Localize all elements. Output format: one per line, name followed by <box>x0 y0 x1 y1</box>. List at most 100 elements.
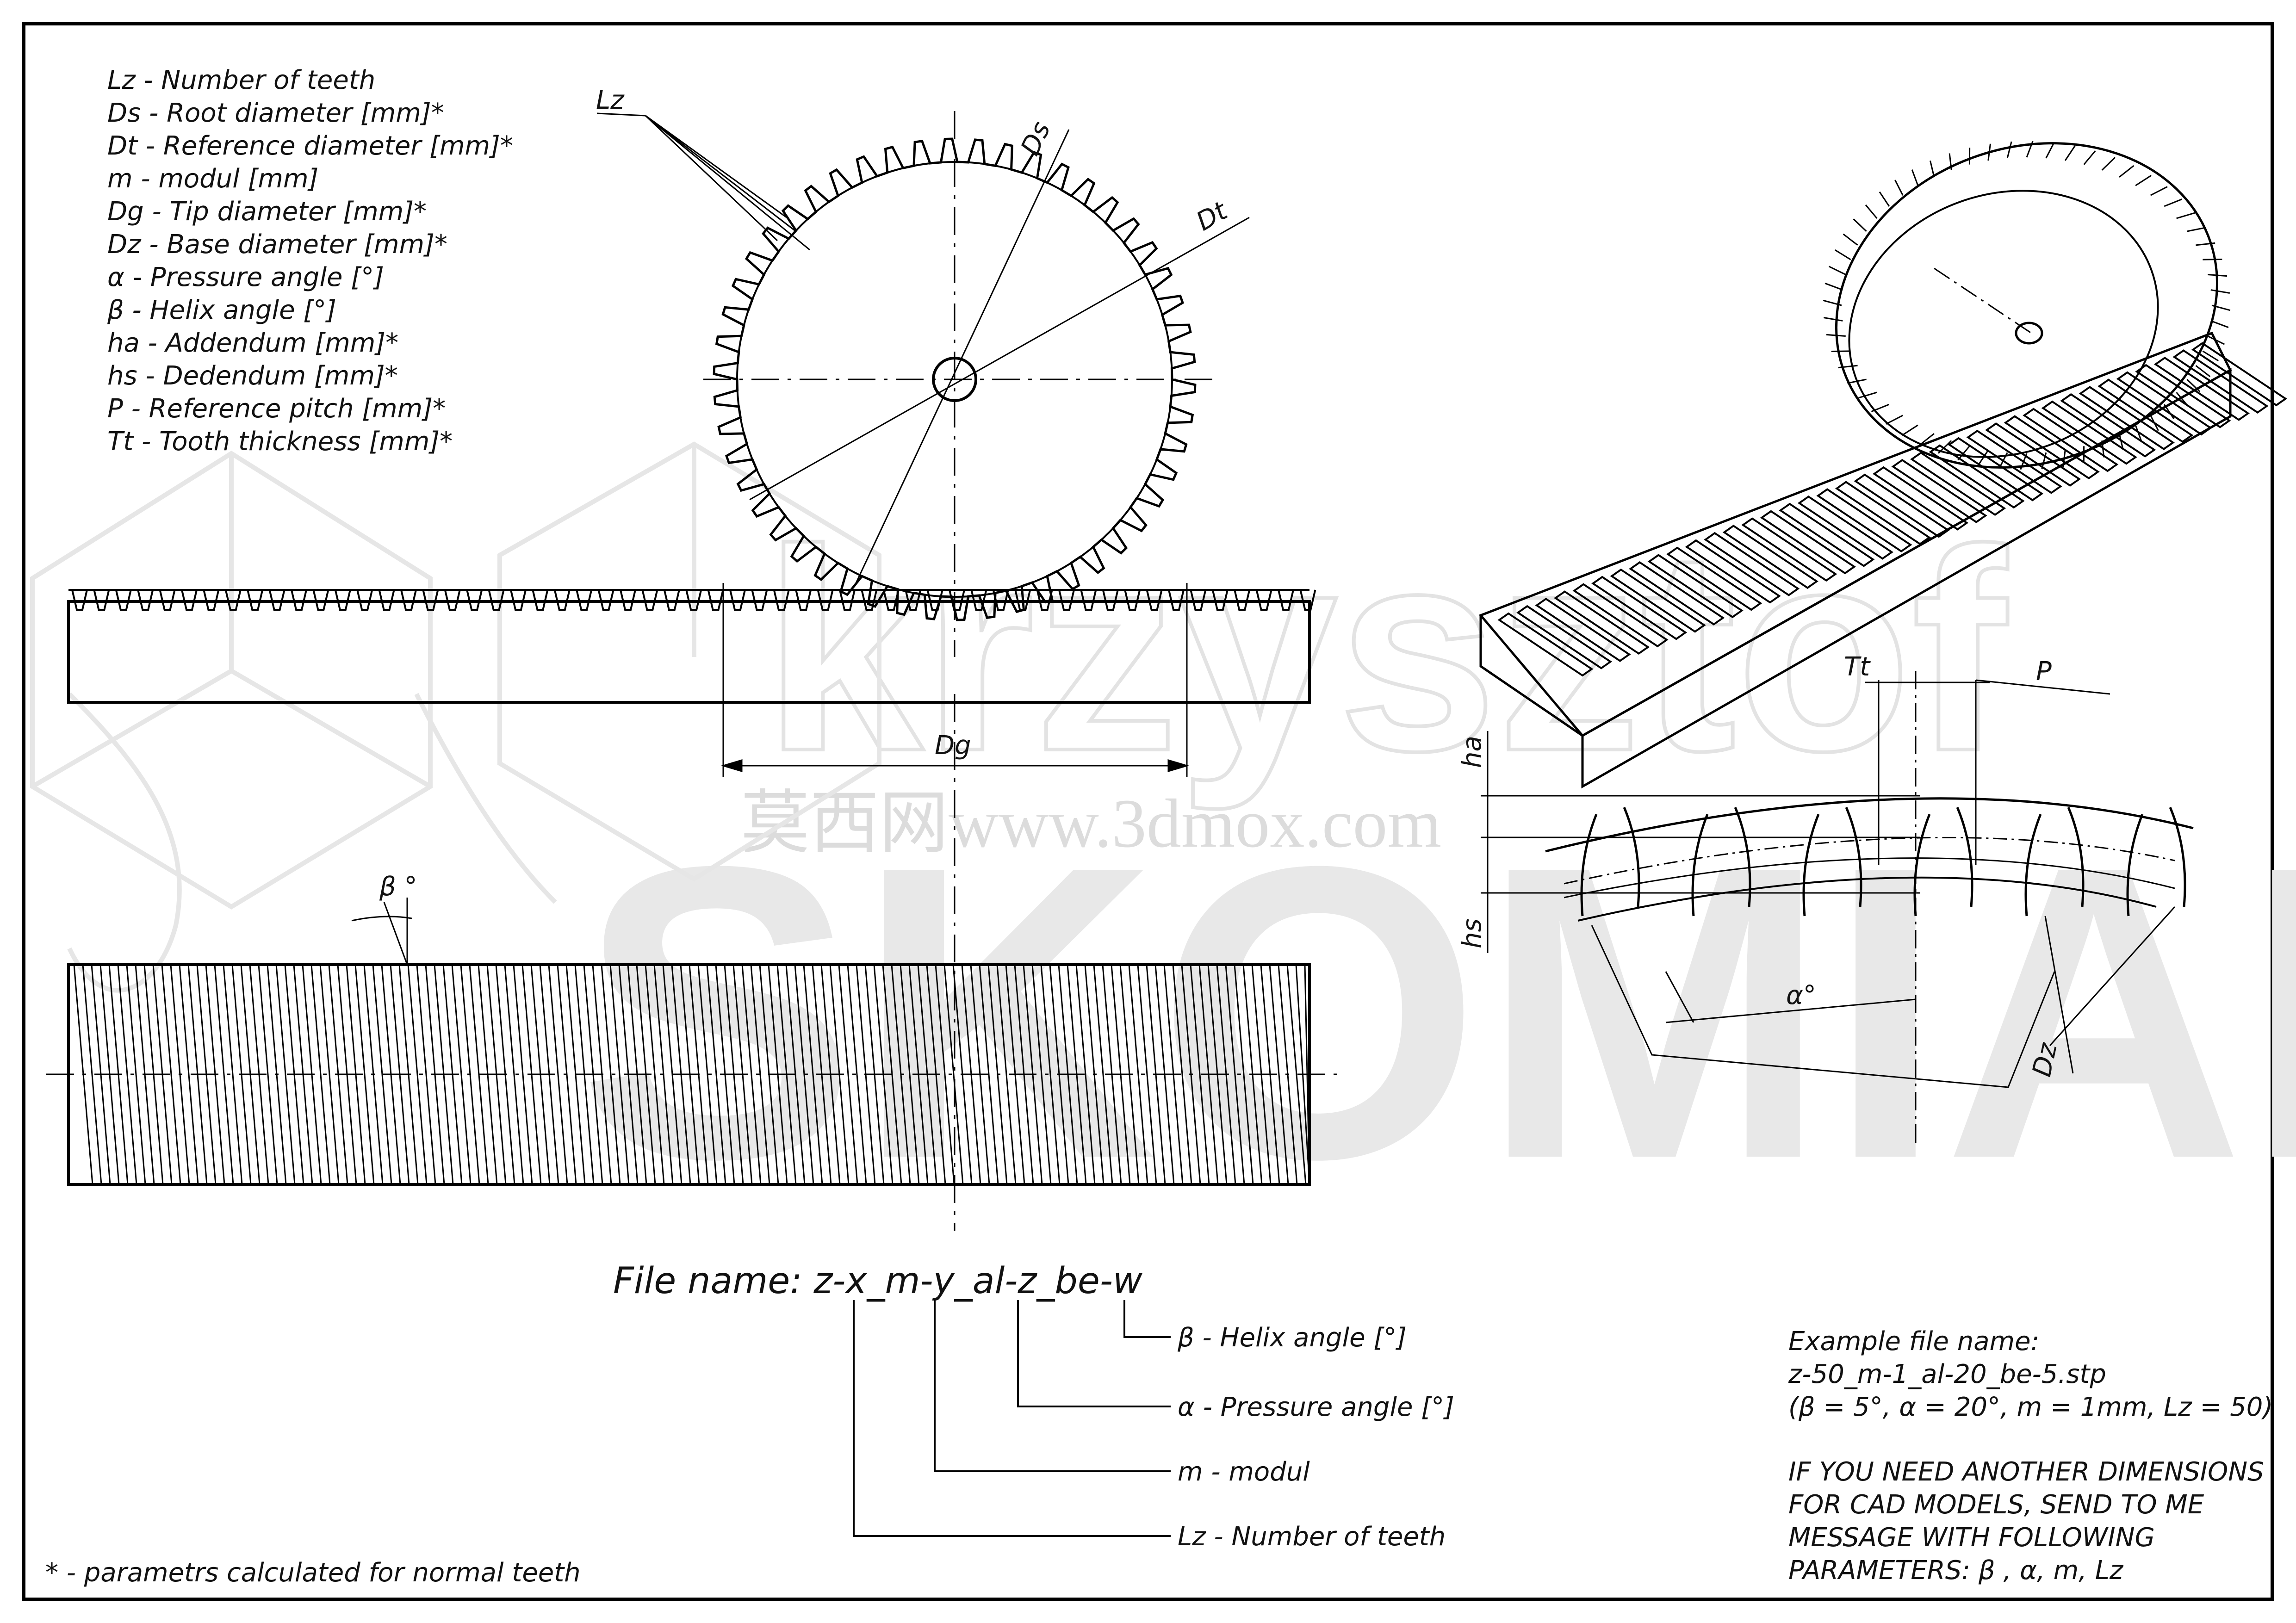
helix-line <box>1172 964 1192 1185</box>
iso-gear-tooth <box>1987 143 1991 161</box>
iso-gear-tooth <box>2083 150 2096 165</box>
helix-line <box>609 964 630 1185</box>
legend-item: α - Pressure angle [°] <box>107 262 384 292</box>
helix-line <box>943 964 964 1185</box>
iso-gear-tooth <box>2196 242 2215 246</box>
helix-line <box>372 964 392 1185</box>
iso-rack-tooth <box>1797 495 1893 560</box>
helix-line <box>706 964 726 1185</box>
helix-line <box>214 964 234 1185</box>
helix-line <box>179 964 199 1185</box>
iso-gear-tooth <box>1957 446 1970 461</box>
helix-line <box>469 964 489 1185</box>
iso-rack-tooth <box>1647 554 1744 619</box>
iso-gear-tooth <box>1824 282 1843 291</box>
helix-line <box>645 964 665 1185</box>
file-name-title: File name: z-x_m-y_al-z_be-w <box>613 1260 1142 1302</box>
callout-pressure: α - Pressure angle [°] <box>1178 1392 1454 1422</box>
iso-gear-tooth <box>1835 249 1851 260</box>
iso-gear-tooth <box>2150 186 2168 196</box>
helix-line <box>979 964 999 1185</box>
helix-line <box>882 964 902 1185</box>
iso-gear-tooth <box>1998 452 2008 469</box>
iso-gear-tooth <box>2210 289 2230 294</box>
iso-gear-tooth <box>2026 141 2034 158</box>
iso-rack-tooth <box>1685 539 1781 604</box>
dg-label: Dg <box>935 731 971 761</box>
iso-gear-tooth <box>2101 440 2105 458</box>
iso-gear-tooth <box>1858 391 1877 399</box>
iso-gear-tooth <box>1831 350 1851 353</box>
iso-gear-tooth <box>1938 440 1952 454</box>
helix-line <box>1040 964 1061 1185</box>
iso-gear-tooth <box>2203 258 2222 260</box>
helix-top-view: β ° <box>46 694 1337 1231</box>
rack-iso-front <box>1581 368 2232 789</box>
hs-label: hs <box>1457 918 1487 948</box>
tip-arc <box>1545 797 2194 853</box>
iso-rack-tooth <box>1779 502 1875 567</box>
helix-line <box>601 964 621 1185</box>
helix-line <box>1128 964 1148 1185</box>
legend-item: Dz - Base diameter [mm]* <box>107 229 447 260</box>
helix-line <box>354 964 375 1185</box>
iso-rack-tooth <box>1948 437 2044 502</box>
iso-rack-tooth <box>1629 561 1725 626</box>
helix-line <box>653 964 674 1185</box>
iso-rack-tooth <box>1535 597 1631 662</box>
iso-rack-tooth <box>1835 481 1931 545</box>
example-note-line: FOR CAD MODELS, SEND TO ME <box>1788 1490 2204 1520</box>
iso-rack-tooth <box>1929 444 2025 509</box>
iso-gear-tooth <box>2195 365 2211 378</box>
watermark: SKOMIANY krzysztof 莫西网www.3dmox.com <box>30 441 2296 1245</box>
profile-tooth <box>1913 807 1973 917</box>
iso-gear-tooth <box>1886 415 1904 425</box>
iso-rack-tooth <box>1891 458 1987 523</box>
iso-rack-tooth <box>2153 356 2250 421</box>
iso-gear-tooth <box>2202 350 2219 362</box>
profile-dimension-lines <box>1481 671 2176 1147</box>
legend-item: ha - Addendum [mm]* <box>107 328 398 358</box>
callout-modul: m - modul <box>1178 1457 1310 1487</box>
legend-item: Ds - Root diameter [mm]* <box>107 98 444 128</box>
helix-line <box>1093 964 1113 1185</box>
iso-rack-tooth <box>2023 408 2119 472</box>
rack-tooth-profile <box>68 589 1316 611</box>
helix-line <box>996 964 1017 1185</box>
iso-rack-tooth <box>2116 371 2212 436</box>
iso-gear-tooth <box>2118 433 2124 450</box>
watermark-url: 莫西网www.3dmox.com <box>740 785 1441 862</box>
iso-gear-tooth <box>1823 317 1843 322</box>
gear-iso-face <box>1848 190 2159 458</box>
lz-label: Lz <box>596 85 625 115</box>
helix-line <box>1075 964 1096 1185</box>
watermark-name: krzysztof <box>763 490 2010 812</box>
helix-line <box>1225 964 1245 1185</box>
helix-line <box>319 964 340 1185</box>
iso-rack-tooth <box>1610 568 1706 633</box>
iso-gear-tooth <box>2119 165 2135 178</box>
iso-gear-tooth <box>1919 433 1935 446</box>
iso-rack-tooth <box>1554 590 1650 655</box>
iso-gear-tooth <box>1853 218 1867 232</box>
beta-label: β ° <box>379 872 417 902</box>
legend-item: Dg - Tip diameter [mm]* <box>107 197 427 227</box>
iso-gear-tooth <box>1879 191 1890 207</box>
iso-rack-tooth <box>1591 576 1688 640</box>
iso-gear-tooth <box>2164 404 2175 420</box>
alpha-label: α° <box>1786 980 1816 1010</box>
iso-rack-tooth <box>1704 532 1800 596</box>
iso-gear-tooth <box>2164 198 2183 207</box>
rack-iso-side <box>1479 615 1583 737</box>
iso-gear-tooth <box>1865 204 1878 219</box>
rack-iso-teeth <box>1497 342 2288 677</box>
iso-rack-tooth <box>1497 612 1594 677</box>
iso-rack-tooth <box>1760 510 1856 575</box>
callout-helix: β - Helix angle [°] <box>1177 1323 1407 1353</box>
base-arc <box>1564 857 2175 898</box>
profile-tooth <box>2024 807 2085 917</box>
legend-item: Dt - Reference diameter [mm]* <box>107 131 513 161</box>
legend-item: Lz - Number of teeth <box>107 65 375 95</box>
